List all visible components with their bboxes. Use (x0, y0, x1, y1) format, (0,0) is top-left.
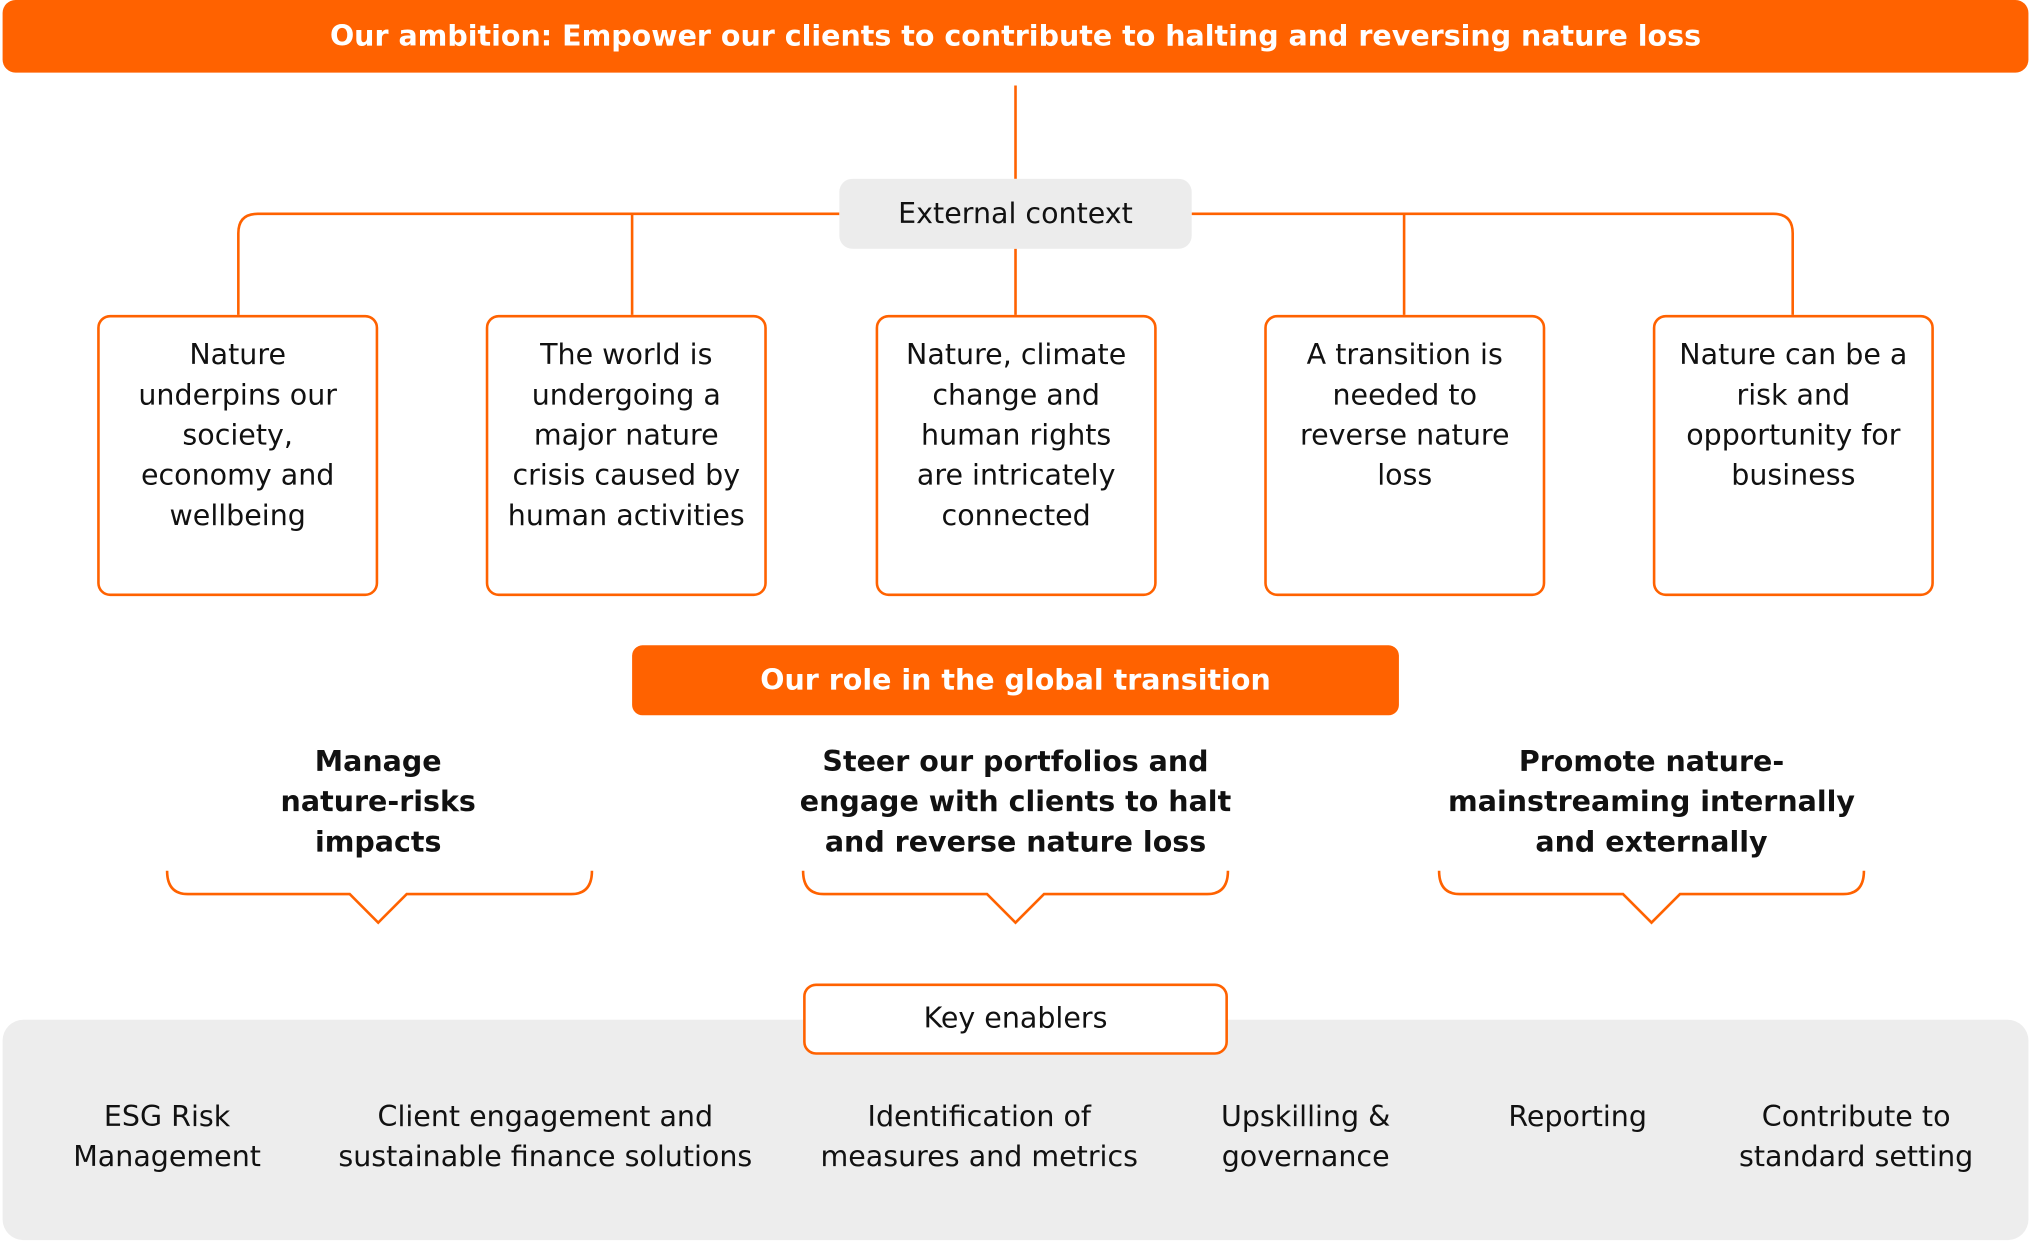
context-box-4: A transition is needed to reverse nature… (1264, 314, 1546, 597)
key-enablers-panel (2, 1019, 2029, 1241)
external-context-pill: External context (839, 178, 1192, 249)
role-brace-2 (801, 870, 1230, 925)
context-box-2: The world is undergoing a major nature c… (485, 314, 767, 597)
enabler-measures-metrics: Identification of measures and metrics (800, 1098, 1158, 1178)
context-box-text: Nature underpins our society, economy an… (138, 339, 338, 533)
role-banner: Our role in the global transition (632, 645, 1399, 716)
context-box-text: The world is undergoing a major nature c… (507, 339, 745, 533)
enabler-esg-risk: ESG Risk Management (52, 1098, 283, 1178)
role-item-2: Steer our portfolios and engage with cli… (795, 742, 1235, 863)
context-box-text: Nature, climate change and human rights … (906, 339, 1127, 533)
enabler-text: Identification of measures and metrics (820, 1101, 1138, 1174)
enabler-text: Reporting (1508, 1101, 1647, 1134)
key-enablers-label: Key enablers (923, 1002, 1108, 1036)
enabler-standard-setting: Contribute to standard setting (1712, 1098, 2000, 1178)
role-item-text: Steer our portfolios and engage with cli… (799, 746, 1232, 860)
enabler-upskilling: Upskilling & governance (1192, 1098, 1420, 1178)
enabler-text: Client engagement and sustainable financ… (338, 1101, 753, 1174)
enabler-client-engagement: Client engagement and sustainable financ… (316, 1098, 775, 1178)
role-item-3: Promote nature-mainstreaming internally … (1418, 742, 1884, 863)
ambition-banner: Our ambition: Empower our clients to con… (2, 0, 2029, 73)
external-context-label: External context (898, 197, 1133, 231)
context-box-5: Nature can be a risk and opportunity for… (1652, 314, 1934, 597)
context-box-text: Nature can be a risk and opportunity for… (1679, 339, 1908, 493)
context-branch-left (237, 212, 840, 315)
key-enablers-pill: Key enablers (803, 983, 1228, 1055)
context-box-3: Nature, climate change and human rights … (875, 314, 1157, 597)
context-branch-right (1191, 212, 1794, 315)
role-item-text: Promote nature-mainstreaming internally … (1448, 746, 1855, 860)
enabler-text: Contribute to standard setting (1739, 1101, 1974, 1174)
ambition-text: Our ambition: Empower our clients to con… (329, 20, 1702, 53)
enabler-text: ESG Risk Management (73, 1101, 261, 1174)
role-item-1: Manage nature-risks impacts (158, 742, 598, 863)
role-item-text: Manage nature-risks impacts (280, 746, 476, 860)
context-box-text: A transition is needed to reverse nature… (1299, 339, 1510, 493)
role-banner-text: Our role in the global transition (760, 664, 1271, 697)
role-brace-1 (165, 870, 594, 925)
role-brace-3 (1437, 870, 1866, 925)
context-box-1: Nature underpins our society, economy an… (97, 314, 379, 597)
enabler-reporting: Reporting (1477, 1098, 1679, 1138)
enabler-text: Upskilling & governance (1220, 1101, 1391, 1174)
